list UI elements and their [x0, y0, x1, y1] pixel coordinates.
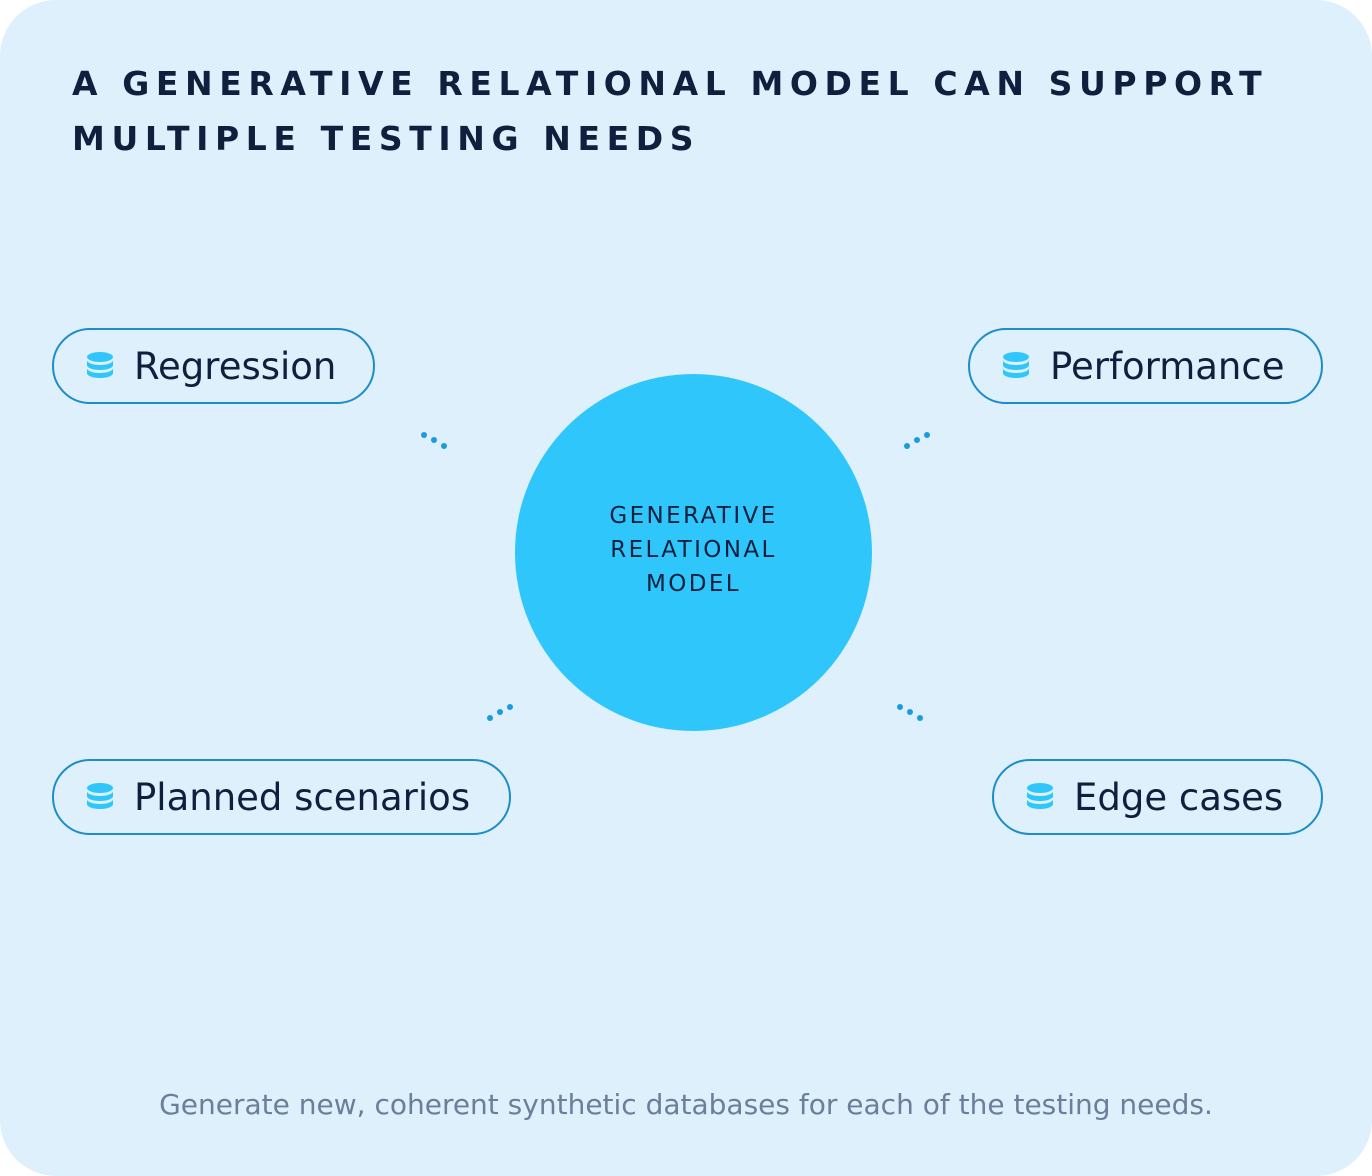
- database-icon: [1003, 352, 1029, 378]
- node-planned-scenarios: Planned scenarios: [52, 759, 511, 835]
- node-performance: Performance: [968, 328, 1323, 404]
- connector-dot: [904, 443, 910, 449]
- title-line-2: MULTIPLE TESTING NEEDS: [72, 119, 701, 158]
- database-icon: [87, 352, 113, 378]
- connector-dot: [421, 432, 427, 438]
- node-label: Performance: [1050, 344, 1285, 388]
- connector-performance: [904, 432, 930, 449]
- connector-dot: [497, 709, 503, 715]
- database-icon: [87, 783, 113, 809]
- connector-dot: [914, 437, 920, 443]
- diagram-title: A GENERATIVE RELATIONAL MODEL CAN SUPPOR…: [72, 56, 1272, 166]
- hub-label-line-2: RELATIONAL: [610, 536, 777, 563]
- node-label: Edge cases: [1074, 775, 1284, 819]
- connector-regression: [421, 432, 447, 449]
- hub-label: GENERATIVE RELATIONAL MODEL: [609, 499, 777, 601]
- title-line-1: A GENERATIVE RELATIONAL MODEL CAN SUPPOR…: [72, 64, 1269, 103]
- footer-caption: Generate new, coherent synthetic databas…: [159, 1088, 1213, 1121]
- connector-edge-cases: [897, 704, 923, 721]
- connector-dot: [897, 704, 903, 710]
- connector-dot: [924, 432, 930, 438]
- node-label: Planned scenarios: [134, 775, 471, 819]
- connector-dot: [441, 443, 447, 449]
- connector-planned-scenarios: [487, 704, 513, 721]
- connector-dot: [907, 709, 913, 715]
- generative-relational-model-node: GENERATIVE RELATIONAL MODEL: [515, 374, 872, 731]
- hub-label-line-1: GENERATIVE: [609, 502, 778, 529]
- node-edge-cases: Edge cases: [992, 759, 1323, 835]
- connector-dot: [507, 704, 513, 710]
- database-icon: [1027, 783, 1053, 809]
- node-label: Regression: [134, 344, 337, 388]
- hub-label-line-3: MODEL: [645, 570, 741, 597]
- connector-dot: [487, 715, 493, 721]
- connector-dot: [917, 715, 923, 721]
- connector-dot: [431, 437, 437, 443]
- node-regression: Regression: [52, 328, 375, 404]
